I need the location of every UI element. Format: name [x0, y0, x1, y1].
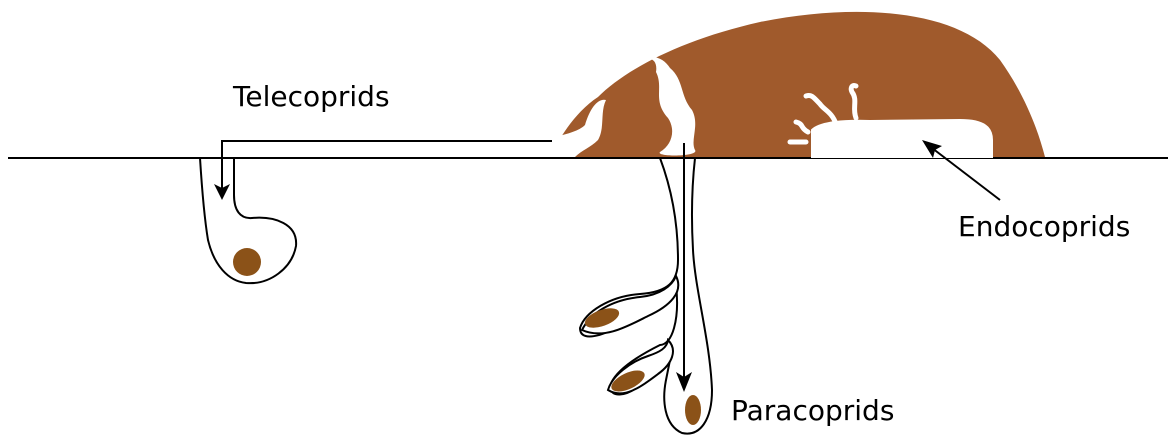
- paracoprids-label: Paracoprids: [731, 394, 894, 427]
- telecoprid-brood-ball: [233, 248, 261, 276]
- endocoprids-label: Endocoprids: [958, 210, 1130, 243]
- paracoprid-brood-ball-bottom: [685, 395, 701, 425]
- endocoprid-chamber: [812, 120, 992, 158]
- telecoprids-label: Telecoprids: [232, 80, 390, 113]
- telecoprid-arrow-line: [222, 141, 552, 190]
